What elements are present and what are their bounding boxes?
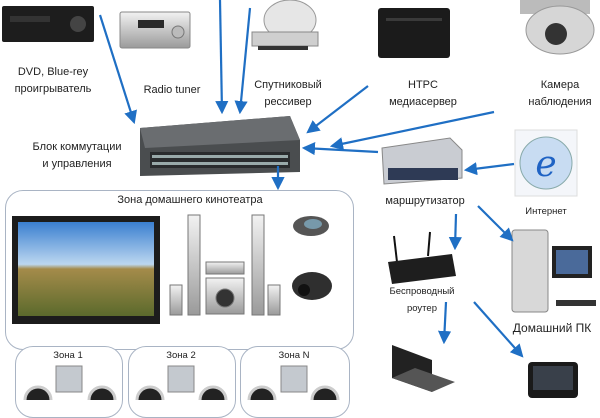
dvd-label-line1: DVD, Blue-rey [17, 66, 89, 78]
wireless-label-line1: Беспроводный [389, 286, 455, 297]
speakers-icon [169, 214, 281, 316]
home-pc-icon [511, 229, 596, 313]
zone-2-title: Зона 2 [166, 350, 196, 361]
satellite-label-line1: Спутниковый [254, 79, 322, 91]
smartphone-icon [528, 362, 578, 398]
camera-label-line1: Камера [540, 79, 580, 91]
diagram-graphics: e [2, 0, 596, 400]
htpc-label: HTPC медиасервер [389, 77, 457, 111]
ceiling-speakers-icon [23, 385, 340, 400]
radio-tuner-label: Radio tuner [143, 84, 201, 96]
router-icon [381, 137, 463, 185]
internet-label: Интернет [525, 206, 567, 217]
wireless-router-label: Беспроводный роутер [390, 283, 455, 317]
camera-label: Камера наблюдения [528, 77, 591, 111]
home-pc-label: Домашний ПК [512, 321, 592, 335]
network-switch-icon [140, 116, 300, 176]
internet-explorer-icon: e [514, 129, 578, 197]
wireless-label-line2: роутер [406, 303, 438, 314]
zone-n-title: Зона N [278, 350, 310, 361]
switch-label-line2: и управления [42, 158, 112, 170]
cinema-zone-title: Зона домашнего кинотеатра [117, 194, 263, 206]
htpc-label-line1: HTPC [408, 79, 438, 91]
satellite-receiver-icon [251, 0, 319, 50]
router-label: маршрутизатор [385, 195, 465, 207]
svg-text:e: e [535, 144, 556, 185]
connection-arrows [98, 0, 524, 358]
satellite-label-line2: рессивер [264, 96, 312, 108]
wireless-router-icon [388, 231, 456, 284]
zone-keypads-icon [55, 365, 308, 393]
dvd-player-icon [2, 6, 94, 42]
switch-label: Блок коммутации и управления [32, 139, 121, 173]
camera-label-line2: наблюдения [528, 96, 592, 108]
remote-control-icon [293, 216, 329, 236]
htpc-icon [378, 8, 450, 58]
switch-label-line1: Блок коммутации [32, 141, 122, 153]
htpc-label-line2: медиасервер [389, 96, 457, 108]
satellite-label: Спутниковый рессивер [254, 77, 322, 111]
radio-tuner-icon [119, 11, 191, 49]
zone-1-title: Зона 1 [53, 350, 83, 361]
dvd-label-line2: проигрыватель [14, 83, 92, 95]
projector-icon [292, 272, 332, 300]
camera-icon [520, 0, 595, 55]
laptop-icon [392, 345, 455, 392]
dvd-label: DVD, Blue-rey проигрыватель [15, 64, 92, 98]
tv-icon [12, 216, 160, 324]
